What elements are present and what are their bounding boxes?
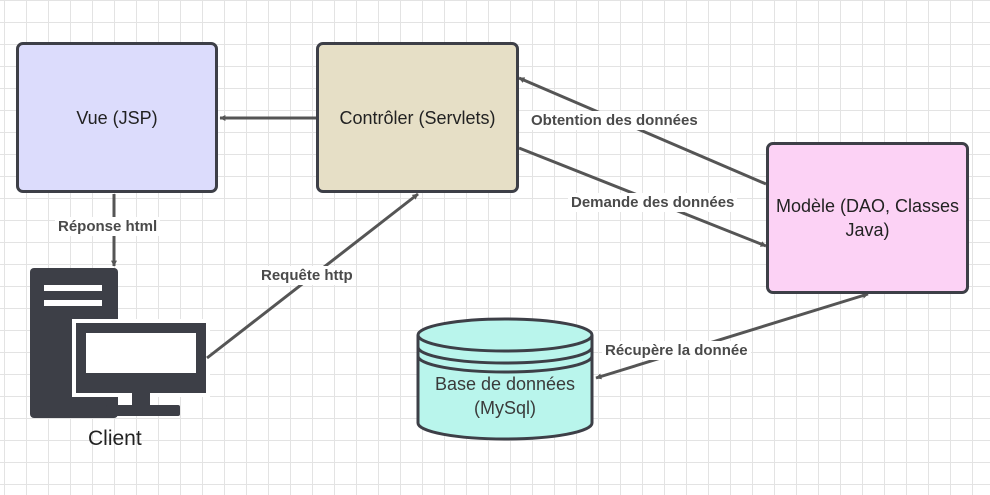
node-modele: Modèle (DAO, Classes Java) <box>766 142 969 294</box>
edge-label-recupere: Récupère la donnée <box>602 341 751 360</box>
desktop-computer-icon <box>30 268 210 418</box>
database-ring <box>416 346 594 365</box>
monitor-stand <box>106 405 180 416</box>
database-top <box>416 317 594 353</box>
node-controleur-label: Contrôler (Servlets) <box>339 107 496 128</box>
database-cylinder <box>416 317 594 441</box>
node-client-label: Client <box>88 427 142 450</box>
monitor-screen <box>86 333 196 373</box>
edge-label-reponse: Réponse html <box>55 217 161 236</box>
edge-label-obtention: Obtention des données <box>528 111 701 130</box>
tower-slot-top <box>44 285 102 291</box>
arrow-modele-to-controleur <box>518 76 767 186</box>
arrow-modele-database <box>595 292 869 380</box>
node-controleur: Contrôler (Servlets) <box>316 42 519 193</box>
edge-label-demande: Demande des données <box>568 193 738 212</box>
node-vue: Vue (JSP) <box>16 42 218 193</box>
tower-slot-bottom <box>44 300 102 306</box>
node-vue-label: Vue (JSP) <box>76 107 158 128</box>
node-database-label: Base de données (MySql) <box>434 374 576 418</box>
database-ring-2 <box>416 355 594 374</box>
node-modele-label: Modèle (DAO, Classes Java) <box>775 196 960 240</box>
edge-label-requete: Requête http <box>258 266 356 285</box>
monitor-neck <box>132 393 150 406</box>
